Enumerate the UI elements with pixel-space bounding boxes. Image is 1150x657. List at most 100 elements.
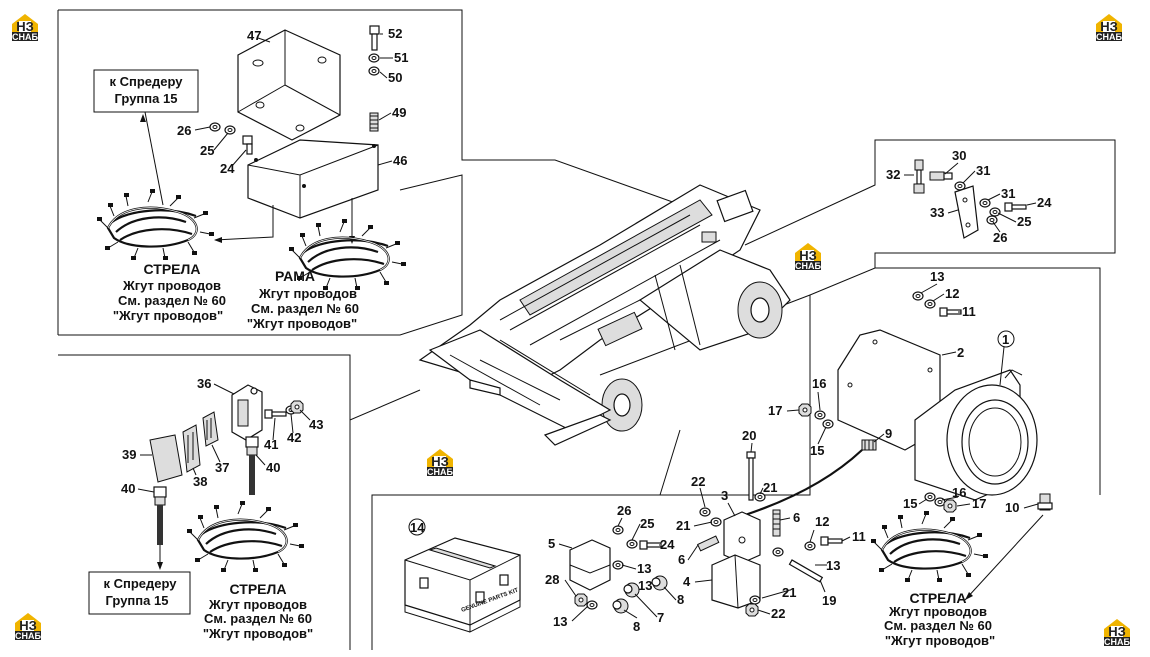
svg-text:СНАБ: СНАБ xyxy=(1096,32,1122,42)
spring-49 xyxy=(369,112,379,132)
label-22-top: 22 xyxy=(691,474,705,489)
reach-stacker-machine xyxy=(418,184,791,446)
label-24-right: 24 xyxy=(1037,195,1052,210)
label-26-right: 26 xyxy=(993,230,1007,245)
label-46: 46 xyxy=(393,153,407,168)
bolt-19 xyxy=(788,559,824,583)
caption-strela-left: СТРЕЛА Жгут проводов См. раздел № 60 "Жг… xyxy=(203,581,313,641)
to-spreader-bottom-line1: к Спредеру xyxy=(103,576,177,591)
to-spreader-bottom-line2: Группа 15 xyxy=(106,593,169,608)
label-24-bottom: 24 xyxy=(660,537,675,552)
label-40-right: 40 xyxy=(266,460,280,475)
label-11-bottom: 11 xyxy=(852,529,866,544)
svg-text:Жгут проводов: Жгут проводов xyxy=(122,278,221,293)
callout-circle-14 xyxy=(408,518,426,536)
caption-strela-top: СТРЕЛА Жгут проводов См. раздел № 60 "Жг… xyxy=(113,261,226,323)
svg-text:СНАБ: СНАБ xyxy=(1104,637,1130,647)
label-33: 33 xyxy=(930,205,944,220)
label-42: 42 xyxy=(287,430,301,445)
label-26-top: 26 xyxy=(177,123,191,138)
label-15-top: 15 xyxy=(810,443,824,458)
label-39: 39 xyxy=(122,447,136,462)
label-13-bottom4: 13 xyxy=(826,558,840,573)
motor-1 xyxy=(914,369,1038,501)
svg-text:СНАБ: СНАБ xyxy=(795,261,821,271)
label-40-left: 40 xyxy=(121,481,135,496)
label-15-bottom: 15 xyxy=(903,496,917,511)
label-20: 20 xyxy=(742,428,756,443)
label-24: 24 xyxy=(220,161,235,176)
svg-text:"Жгут проводов": "Жгут проводов" xyxy=(203,626,313,641)
svg-text:См. раздел № 60: См. раздел № 60 xyxy=(884,618,992,633)
label-36: 36 xyxy=(197,376,211,391)
label-43: 43 xyxy=(309,417,323,432)
caption-strela-right: СТРЕЛА Жгут проводов См. раздел № 60 "Жг… xyxy=(884,590,995,648)
bushing-8-bottom xyxy=(612,598,629,614)
connector-37 xyxy=(202,411,219,447)
svg-text:СНАБ: СНАБ xyxy=(12,32,38,42)
harness-strela-left xyxy=(185,499,306,574)
svg-text:СТРЕЛА: СТРЕЛА xyxy=(144,261,201,277)
svg-text:РАМА: РАМА xyxy=(275,268,315,284)
svg-text:"Жгут проводов": "Жгут проводов" xyxy=(113,308,223,323)
label-21-top: 21 xyxy=(763,480,777,495)
label-2: 2 xyxy=(957,345,964,360)
bracket-3 xyxy=(723,511,761,564)
to-spreader-top-line1: к Спредеру xyxy=(109,74,183,89)
bushing-8-top xyxy=(651,575,668,591)
label-19: 19 xyxy=(822,593,836,608)
svg-text:См. раздел № 60: См. раздел № 60 xyxy=(118,293,226,308)
label-26-bottom: 26 xyxy=(617,503,631,518)
label-11-top: 11 xyxy=(962,304,976,319)
bolt-52 xyxy=(369,25,380,51)
label-12-top: 12 xyxy=(945,286,959,301)
label-25-bottom: 25 xyxy=(640,516,654,531)
svg-text:СНАБ: СНАБ xyxy=(427,467,453,477)
to-spreader-top-line2: Группа 15 xyxy=(115,91,178,106)
label-5: 5 xyxy=(548,536,555,551)
bushing-7 xyxy=(623,582,640,598)
label-32: 32 xyxy=(886,167,900,182)
label-22-bottom: 22 xyxy=(771,606,785,621)
spring-6 xyxy=(772,509,781,537)
label-17-bottom: 17 xyxy=(972,496,986,511)
label-7: 7 xyxy=(657,610,664,625)
label-51: 51 xyxy=(394,50,408,65)
plug-39 xyxy=(149,434,183,483)
connector-36 xyxy=(231,384,263,441)
label-21-left: 21 xyxy=(676,518,690,533)
svg-text:СНАБ: СНАБ xyxy=(15,631,41,641)
cable-gland-10 xyxy=(1037,493,1053,511)
label-28: 28 xyxy=(545,572,559,587)
sensor-30 xyxy=(929,171,953,181)
bracket-47 xyxy=(237,29,341,141)
svg-text:НЗ: НЗ xyxy=(1108,624,1126,639)
label-6-left: 6 xyxy=(678,552,685,567)
cable-gland-9 xyxy=(861,439,877,451)
label-41: 41 xyxy=(264,437,278,452)
label-25: 25 xyxy=(200,143,214,158)
label-4: 4 xyxy=(683,574,691,589)
frame-lines xyxy=(57,9,1116,650)
label-52: 52 xyxy=(388,26,402,41)
label-1: 1 xyxy=(1002,332,1009,347)
label-6-right: 6 xyxy=(793,510,800,525)
label-13-bottom: 13 xyxy=(637,561,651,576)
callout-circle-1 xyxy=(997,330,1015,348)
label-37: 37 xyxy=(215,460,229,475)
spring-6b xyxy=(697,535,720,552)
label-13-bottom3: 13 xyxy=(553,614,567,629)
label-14: 14 xyxy=(410,520,425,535)
label-12-bottom: 12 xyxy=(815,514,829,529)
label-13-top: 13 xyxy=(930,269,944,284)
label-9: 9 xyxy=(885,426,892,441)
label-10: 10 xyxy=(1005,500,1019,515)
parts-kit-14: GENUINE PARTS KIT xyxy=(404,537,521,633)
bolt-24 xyxy=(242,135,253,155)
svg-text:"Жгут проводов": "Жгут проводов" xyxy=(885,633,995,648)
